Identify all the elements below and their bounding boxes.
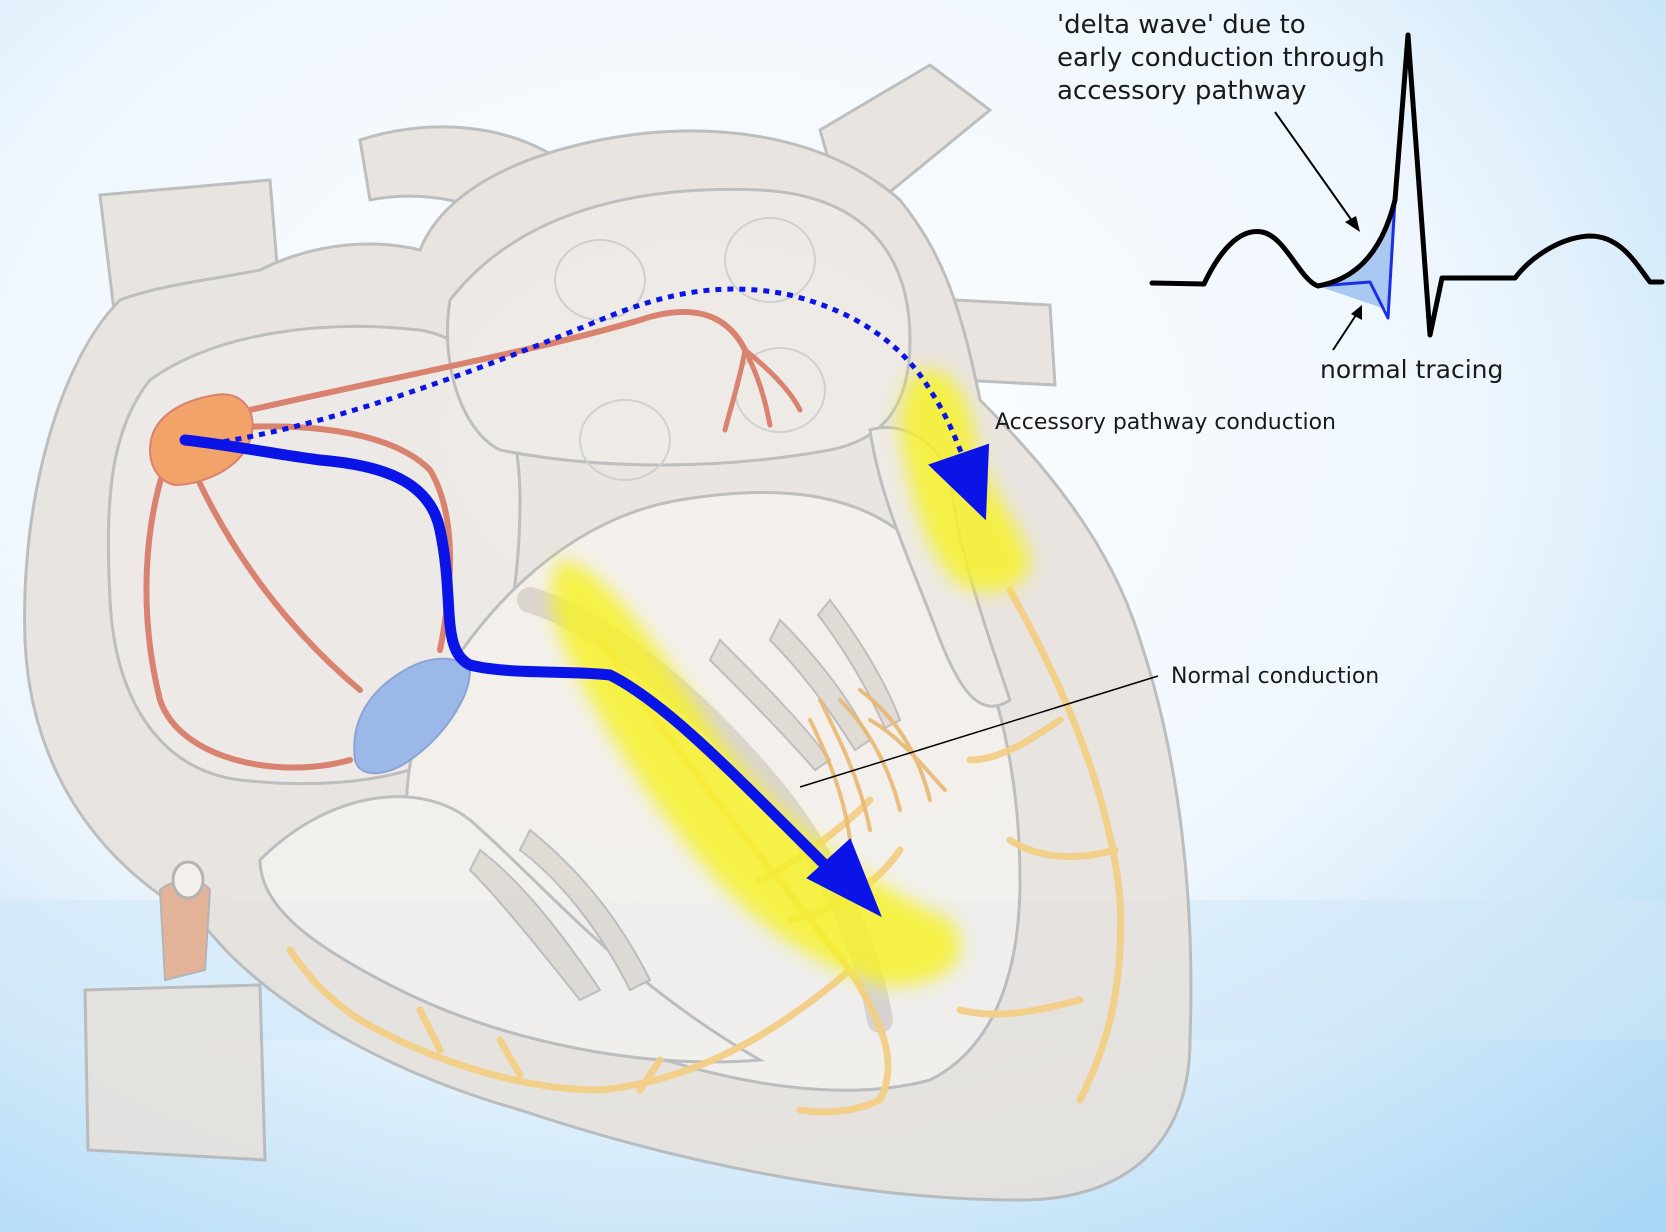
normal-conduction-label: Normal conduction	[1171, 664, 1379, 689]
normal-tracing-label: normal tracing	[1320, 355, 1503, 384]
delta-wave-label-line3: accessory pathway	[1057, 76, 1307, 106]
accessory-pathway-label: Accessory pathway conduction	[995, 410, 1336, 435]
delta-wave-label-line2: early conduction through	[1057, 43, 1385, 73]
inferior-vena-cava	[85, 985, 265, 1160]
delta-wave-label-line1: 'delta wave' due to	[1057, 10, 1306, 40]
